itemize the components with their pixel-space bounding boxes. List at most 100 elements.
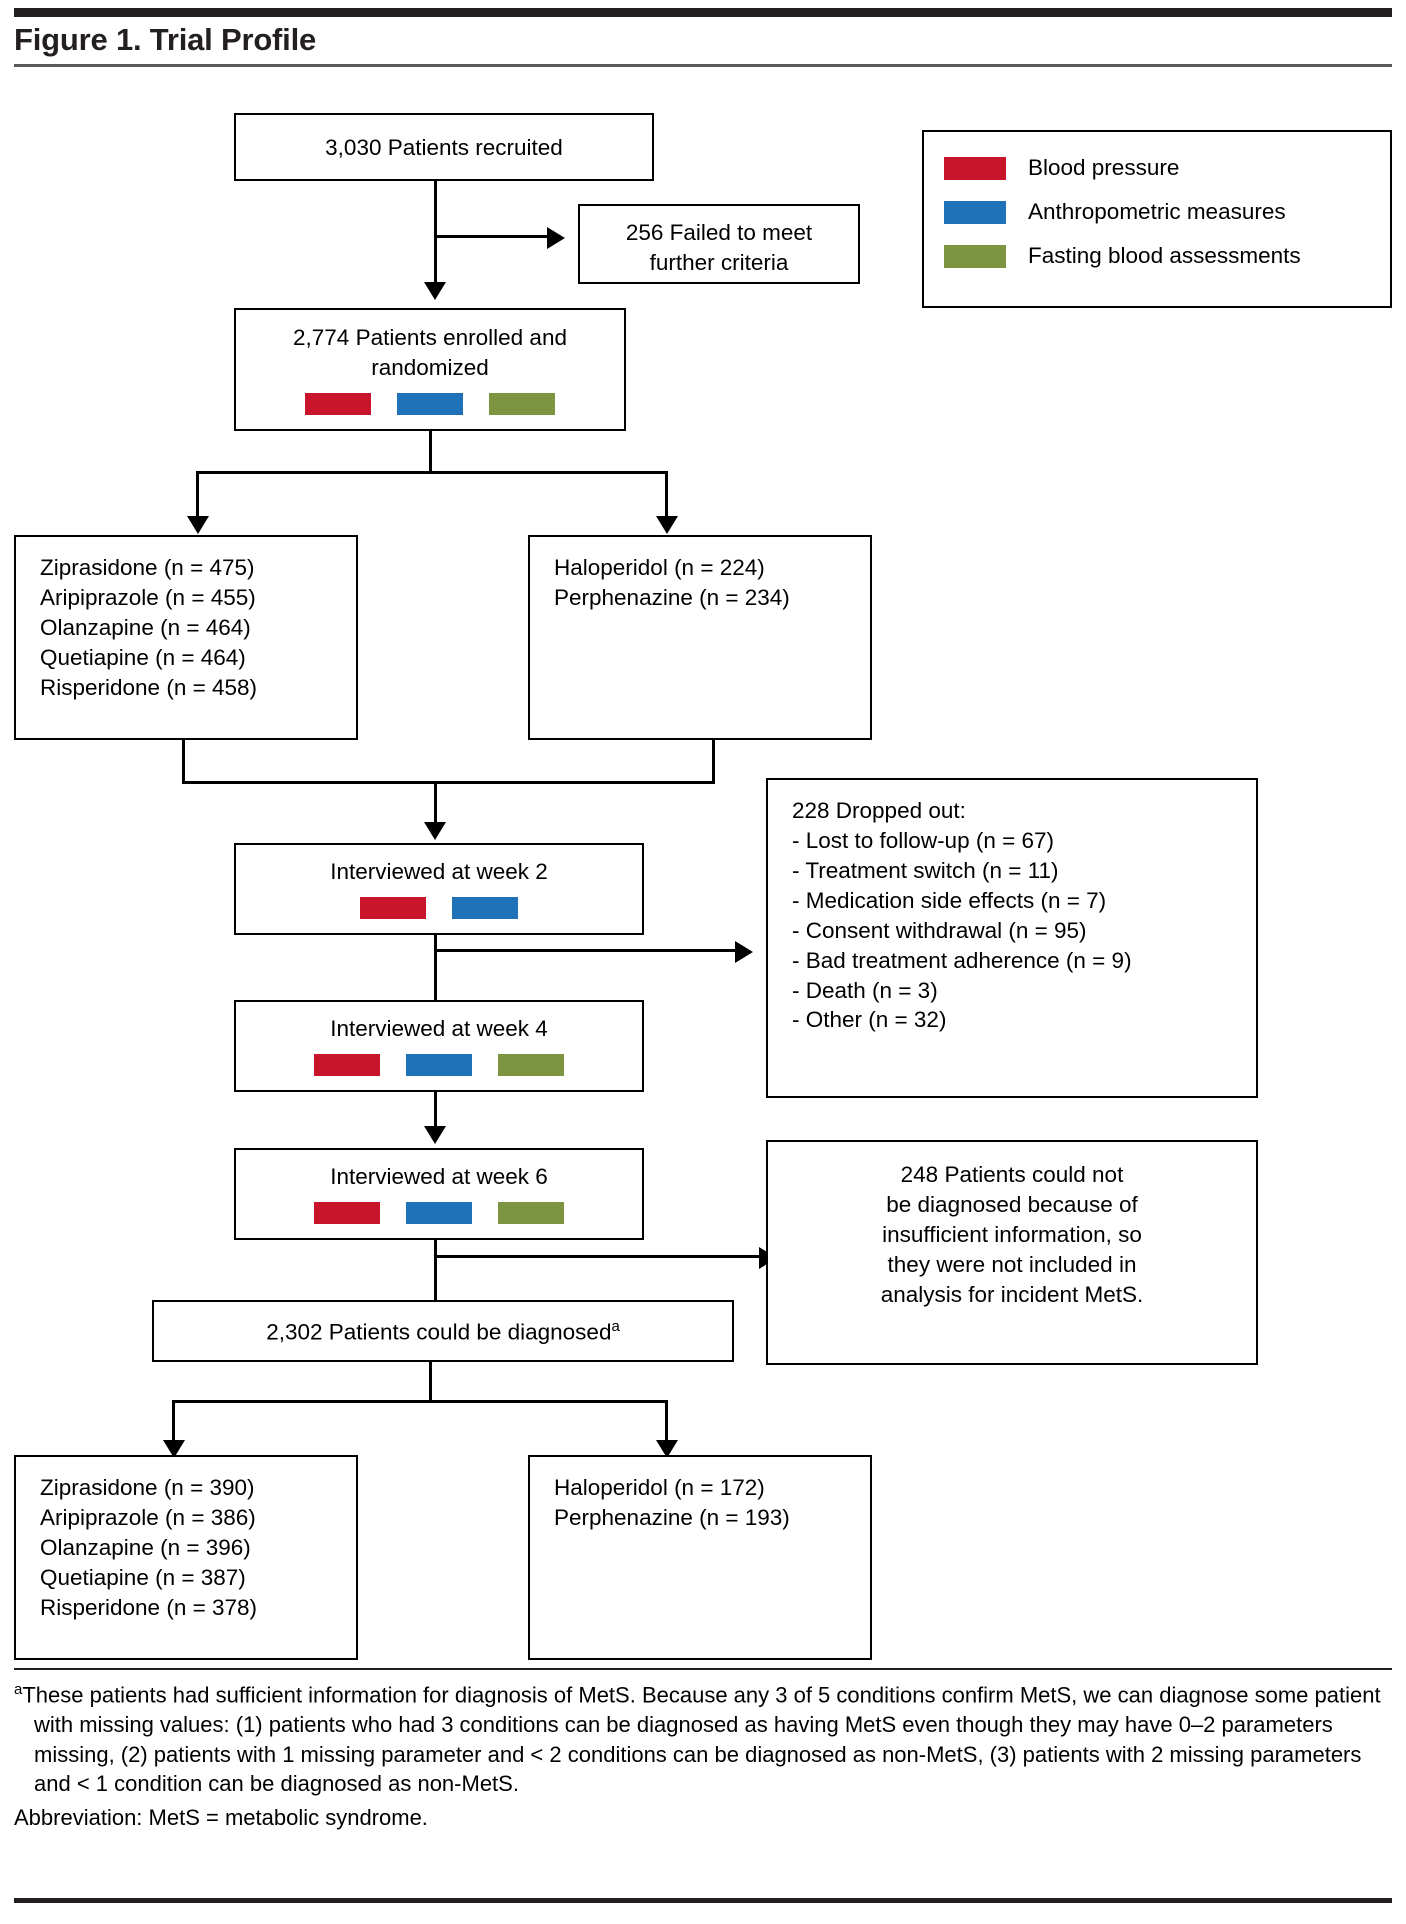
connector-arm-left-2-down <box>172 1400 175 1446</box>
node-patients-diagnosed-text: 2,302 Patients could be diagnosed <box>266 1319 612 1345</box>
connector-diagnosed-split <box>172 1400 668 1403</box>
node-not-diagnosed: 248 Patients could not be diagnosed beca… <box>766 1140 1258 1365</box>
swatch-blood-pressure <box>360 896 426 919</box>
footnote-abbreviation: Abbreviation: MetS = metabolic syndrome. <box>14 1805 428 1831</box>
arm-right-1-line-1: Perphenazine (n = 234) <box>554 584 790 610</box>
arrow-to-arm-left-2 <box>163 1440 185 1458</box>
swatch-anthropometric-measures <box>452 896 518 919</box>
arm-left-1-line-2: Olanzapine (n = 464) <box>40 614 251 640</box>
node-patients-recruited-label: 3,030 Patients recruited <box>325 135 563 160</box>
dropped-out-item-3: - Consent withdrawal (n = 95) <box>792 917 1087 943</box>
connector-recruited-down <box>434 181 437 286</box>
legend-swatch-fasting-blood-assessments <box>944 244 1006 268</box>
arrow-to-arm-left-1 <box>187 516 209 534</box>
node-patients-enrolled-line1: 2,774 Patients enrolled and <box>293 325 567 350</box>
swatch-fasting-blood-assessments <box>498 1053 564 1076</box>
footnote-marker: a <box>14 1681 23 1698</box>
swatch-anthropometric-measures <box>406 1053 472 1076</box>
node-patients-diagnosed-label: 2,302 Patients could be diagnoseda <box>154 1317 732 1347</box>
header-rule-bottom <box>14 64 1392 67</box>
connector-week2-down <box>434 935 437 1015</box>
not-diagnosed-line-4: analysis for incident MetS. <box>880 1281 1144 1307</box>
legend-label-fasting-blood-assessments: Fasting blood assessments <box>1028 243 1301 268</box>
swatch-fasting-blood-assessments <box>498 1201 564 1224</box>
node-week-2-label: Interviewed at week 2 <box>330 859 548 884</box>
swatch-blood-pressure <box>314 1053 380 1076</box>
node-interviewed-week-2: Interviewed at week 2 <box>234 843 644 935</box>
legend-item-blood-pressure: Blood pressure <box>944 146 1370 190</box>
node-week-6-swatches <box>236 1201 642 1224</box>
arrow-to-arm-right-1 <box>656 516 678 534</box>
footer-rule-bottom <box>14 1898 1392 1903</box>
arm-left-2-line-4: Risperidone (n = 378) <box>40 1594 258 1620</box>
node-week-4-label: Interviewed at week 4 <box>330 1016 548 1041</box>
footnote-rule-top <box>14 1668 1392 1670</box>
node-patients-enrolled: 2,774 Patients enrolled and randomized <box>234 308 626 431</box>
node-patients-enrolled-line2: randomized <box>371 354 489 380</box>
footnote-body: These patients had sufficient informatio… <box>22 1682 1381 1797</box>
connector-enrolled-down <box>429 431 432 473</box>
arm-right-1-line-0: Haloperidol (n = 224) <box>554 555 765 580</box>
figure-title: Figure 1. Trial Profile <box>14 22 317 57</box>
node-interviewed-week-6: Interviewed at week 6 <box>234 1148 644 1240</box>
node-interviewed-week-4: Interviewed at week 4 <box>234 1000 644 1092</box>
connector-merge-to-week2 <box>434 781 437 827</box>
arrow-to-arm-right-2 <box>656 1440 678 1458</box>
node-failed-criteria: 256 Failed to meet further criteria <box>578 204 860 284</box>
node-patients-diagnosed: 2,302 Patients could be diagnoseda <box>152 1300 734 1362</box>
arm-left-2-line-1: Aripiprazole (n = 386) <box>40 1504 256 1530</box>
dropped-out-item-6: - Other (n = 32) <box>792 1007 947 1033</box>
node-week-2-swatches <box>236 896 642 919</box>
connector-week4-down <box>434 1092 437 1134</box>
swatch-blood-pressure <box>305 392 371 415</box>
not-diagnosed-line-2: insufficient information, so <box>882 1221 1142 1247</box>
legend-swatch-anthropometric-measures <box>944 200 1006 224</box>
legend-swatch-blood-pressure <box>944 156 1006 180</box>
connector-enrolled-split <box>196 471 668 474</box>
arm-left-1-line-1: Aripiprazole (n = 455) <box>40 584 256 610</box>
arm-left-2-line-0: Ziprasidone (n = 390) <box>40 1475 255 1500</box>
arm-left-2-line-3: Quetiapine (n = 387) <box>40 1564 246 1590</box>
arm-left-2-line-2: Olanzapine (n = 396) <box>40 1534 251 1560</box>
legend-label-anthropometric-measures: Anthropometric measures <box>1028 199 1286 224</box>
not-diagnosed-line-1: be diagnosed because of <box>886 1191 1138 1217</box>
swatch-blood-pressure <box>314 1201 380 1224</box>
connector-diagnosed-down <box>429 1362 432 1402</box>
connector-arm-left-1-exit <box>182 740 185 784</box>
node-patients-recruited: 3,030 Patients recruited <box>234 113 654 181</box>
connector-recruited-to-failed <box>434 235 549 238</box>
arrow-week4-to-week6 <box>424 1126 446 1144</box>
node-failed-criteria-line2: further criteria <box>649 249 789 275</box>
dropped-out-heading: 228 Dropped out: <box>792 798 966 823</box>
swatch-anthropometric-measures <box>397 392 463 415</box>
node-week-4-swatches <box>236 1053 642 1076</box>
arrow-recruited-to-enrolled <box>424 282 446 300</box>
footnote-text: aThese patients had sufficient informati… <box>14 1680 1392 1799</box>
legend-item-anthropometric-measures: Anthropometric measures <box>944 190 1370 234</box>
node-dropped-out: 228 Dropped out: - Lost to follow-up (n … <box>766 778 1258 1098</box>
not-diagnosed-line-0: 248 Patients could not <box>900 1162 1124 1187</box>
dropped-out-item-0: - Lost to follow-up (n = 67) <box>792 827 1055 853</box>
connector-week6-down <box>434 1240 437 1320</box>
arm-right-2-line-1: Perphenazine (n = 193) <box>554 1504 790 1530</box>
legend-label-blood-pressure: Blood pressure <box>1028 155 1180 180</box>
node-arm-right-typical-1: Haloperidol (n = 224) Perphenazine (n = … <box>528 535 872 740</box>
connector-arm-right-1-exit <box>712 740 715 784</box>
footnote-block: aThese patients had sufficient informati… <box>14 1680 1392 1833</box>
header-rule-top <box>14 8 1392 17</box>
dropped-out-item-4: - Bad treatment adherence (n = 9) <box>792 947 1132 973</box>
swatch-anthropometric-measures <box>406 1201 472 1224</box>
swatch-fasting-blood-assessments <box>489 392 555 415</box>
connector-arms-merge-1 <box>182 781 715 784</box>
connector-week2-to-dropped <box>434 949 737 952</box>
connector-arm-right-2-down <box>665 1400 668 1446</box>
connector-arm-left-1-down <box>196 471 199 523</box>
arm-left-1-line-4: Risperidone (n = 458) <box>40 674 258 700</box>
dropped-out-item-2: - Medication side effects (n = 7) <box>792 887 1107 913</box>
not-diagnosed-line-3: they were not included in <box>887 1251 1137 1277</box>
arm-right-2-line-0: Haloperidol (n = 172) <box>554 1475 765 1500</box>
node-patients-enrolled-swatches <box>236 392 624 415</box>
node-arm-left-atypical-1: Ziprasidone (n = 475) Aripiprazole (n = … <box>14 535 358 740</box>
connector-arm-right-1-down <box>665 471 668 523</box>
